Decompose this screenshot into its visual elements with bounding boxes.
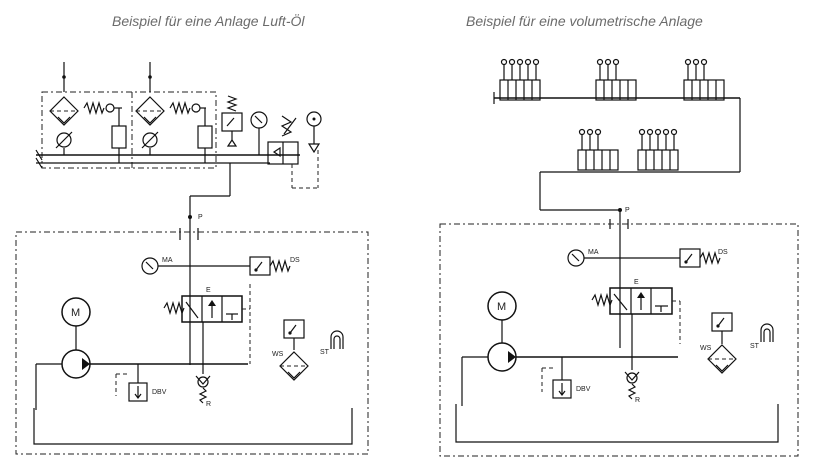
title-left: Beispiel für eine Anlage Luft-Öl	[112, 13, 305, 29]
left-label-m: M	[71, 307, 80, 319]
right-distribution-network: P	[493, 58, 741, 348]
left-pressure-switch-group	[221, 95, 322, 189]
left-components: MA DS E M DBV R	[35, 256, 344, 410]
left-reservoir	[15, 231, 369, 455]
left-label-ws: WS	[272, 351, 284, 358]
right-label-ws: WS	[700, 345, 712, 352]
right-label-p: P	[625, 207, 630, 214]
left-label-ds: DS	[290, 257, 300, 264]
left-p-line: P	[179, 163, 231, 365]
left-label-p: P	[198, 214, 203, 221]
left-label-r: R	[206, 401, 211, 408]
right-label-e: E	[634, 279, 639, 286]
right-label-ma: MA	[588, 249, 599, 256]
left-label-st: ST	[320, 349, 330, 356]
left-label-dbv: DBV	[152, 389, 167, 396]
right-reservoir	[439, 223, 799, 457]
title-right: Beispiel für eine volumetrische Anlage	[466, 13, 703, 29]
left-air-unit	[35, 62, 300, 169]
right-label-m: M	[497, 301, 506, 313]
right-label-st: ST	[750, 343, 760, 350]
right-label-ds: DS	[718, 249, 728, 256]
left-label-e: E	[206, 287, 211, 294]
left-label-ma: MA	[162, 257, 173, 264]
right-label-dbv: DBV	[576, 386, 591, 393]
right-label-r: R	[635, 397, 640, 404]
right-components: MA DS E M DBV R	[461, 248, 774, 406]
